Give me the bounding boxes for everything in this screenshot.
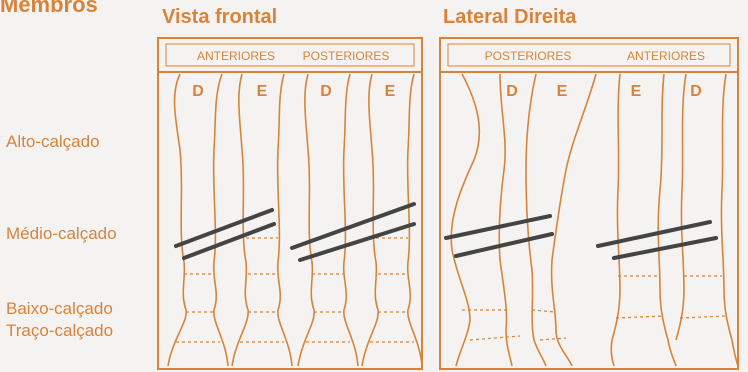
- leg-letter-d: D: [690, 83, 702, 100]
- panel-lateral: POSTERIORES ANTERIORES D E E D: [440, 38, 738, 369]
- group-label-posteriores-lateral: POSTERIORES: [485, 49, 572, 63]
- leg-outline: [168, 74, 228, 366]
- group-label-posteriores-frontal: POSTERIORES: [303, 49, 390, 63]
- leg-letter-d: D: [320, 83, 332, 100]
- leg-letter-d: D: [192, 83, 204, 100]
- leg-letter-d: D: [506, 83, 518, 100]
- leg-outline: [611, 74, 738, 366]
- panel-frontal: ANTERIORES POSTERIORES D E D E: [158, 38, 422, 369]
- marking-band: [176, 210, 272, 246]
- group-label-anteriores-frontal: ANTERIORES: [197, 49, 275, 63]
- leg-letter-e: E: [557, 83, 568, 100]
- group-label-anteriores-lateral: ANTERIORES: [627, 49, 705, 63]
- leg-outline: [298, 74, 358, 366]
- marking-band: [300, 224, 414, 260]
- marking-band: [446, 216, 550, 238]
- leg-letter-e: E: [631, 83, 642, 100]
- leg-letter-e: E: [257, 83, 268, 100]
- marking-band: [184, 224, 274, 258]
- marking-band: [456, 234, 552, 256]
- leg-letter-e: E: [385, 83, 396, 100]
